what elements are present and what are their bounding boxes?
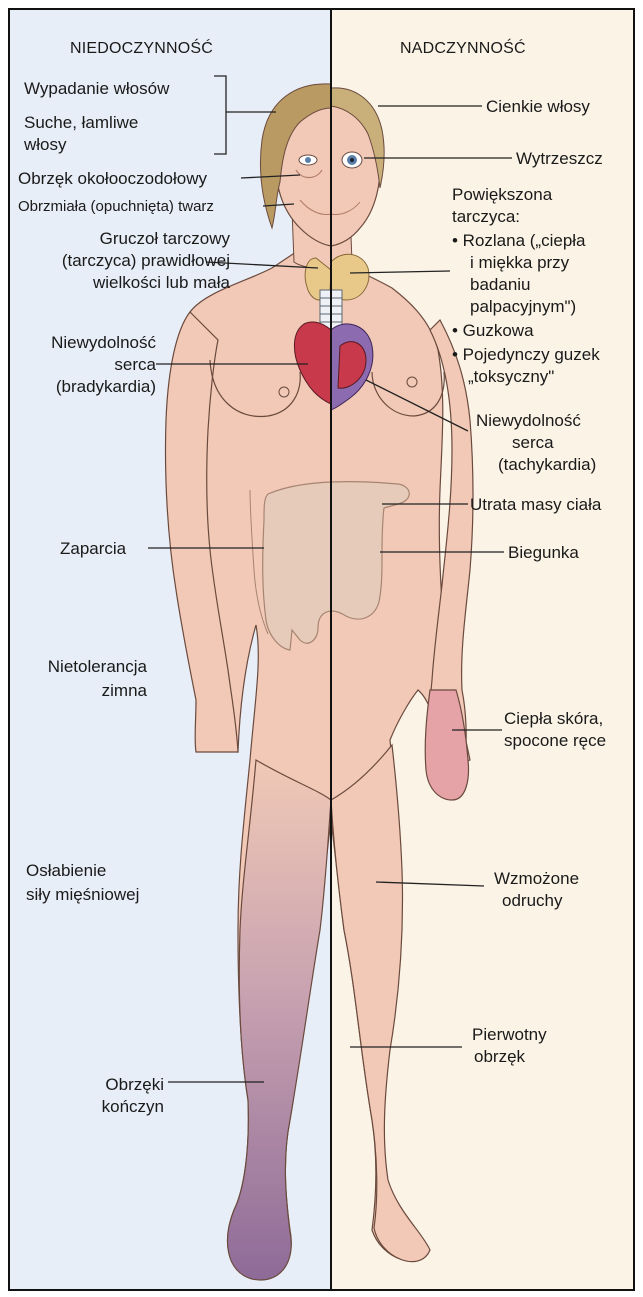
- label-toxic-nodule-line1: • Pojedynczy guzek: [452, 344, 600, 365]
- label-pretibial-myxedema-line2: obrzęk: [474, 1046, 525, 1067]
- label-weight-loss: Utrata masy ciała: [470, 494, 601, 515]
- label-heart-failure-left-line1: Niewydolność: [51, 332, 156, 353]
- label-limb-edema-line2: kończyn: [102, 1096, 164, 1117]
- label-warm-skin-line1: Ciepła skóra,: [504, 708, 603, 729]
- label-thyroid-normal-line2: (tarczyca) prawidłowej: [62, 250, 230, 271]
- label-enlarged-thyroid-line1: Powiększona: [452, 184, 552, 205]
- label-constipation: Zaparcia: [60, 538, 126, 559]
- header-hyperthyroidism: NADCZYNNOŚĆ: [400, 38, 526, 59]
- label-sweaty-hands-line2: spocone ręce: [504, 730, 606, 751]
- label-exophthalmos: Wytrzeszcz: [516, 148, 603, 169]
- right-leg: [331, 745, 430, 1262]
- label-tachycardia: (tachykardia): [498, 454, 596, 475]
- label-dry-hair-line1: Suche, łamliwe: [24, 112, 138, 133]
- label-thyroid-normal-line1: Gruczoł tarczowy: [100, 228, 230, 249]
- label-limb-edema-line1: Obrzęki: [105, 1074, 164, 1095]
- label-hyperreflexia-line1: Wzmożone: [494, 868, 579, 889]
- header-hypothyroidism: NIEDOCZYNNOŚĆ: [70, 38, 213, 59]
- left-iris: [305, 157, 311, 163]
- label-muscle-weakness-line1: Osłabienie: [26, 860, 106, 881]
- label-diffuse-goiter-line2: i miękka przy: [470, 252, 569, 273]
- label-nodular-goiter: • Guzkowa: [452, 320, 534, 341]
- label-thyroid-normal-line3: wielkości lub mała: [93, 272, 230, 293]
- label-cold-intolerance-line2: zimna: [102, 680, 147, 701]
- label-diffuse-goiter-line4: palpacyjnym"): [470, 296, 576, 317]
- label-enlarged-thyroid-line2: tarczyca:: [452, 206, 520, 227]
- label-toxic-nodule-line2: „toksyczny": [468, 366, 554, 387]
- label-puffy-face: Obrzmiała (opuchnięta) twarz: [18, 197, 214, 216]
- label-periorbital-edema: Obrzęk okołooczodołowy: [18, 168, 207, 189]
- label-diffuse-goiter: • Rozlana („ciepła: [452, 230, 586, 251]
- label-heart-failure-right-line2: serca: [512, 432, 554, 453]
- label-hyperreflexia-line2: odruchy: [502, 890, 562, 911]
- label-pretibial-myxedema-line1: Pierwotny: [472, 1024, 547, 1045]
- torso: [170, 250, 470, 1279]
- label-bradycardia: (bradykardia): [56, 376, 156, 397]
- label-diarrhea: Biegunka: [508, 542, 579, 563]
- label-heart-failure-right-line1: Niewydolność: [476, 410, 581, 431]
- label-dry-hair-line2: włosy: [24, 134, 67, 155]
- label-hair-loss: Wypadanie włosów: [24, 78, 169, 99]
- label-muscle-weakness-line2: siły mięśniowej: [26, 884, 139, 905]
- label-diffuse-goiter-line3: badaniu: [470, 274, 531, 295]
- label-heart-failure-left-line2: serca: [114, 354, 156, 375]
- label-cold-intolerance-line1: Nietolerancja: [48, 656, 147, 677]
- label-thin-hair: Cienkie włosy: [486, 96, 590, 117]
- head: [260, 84, 384, 246]
